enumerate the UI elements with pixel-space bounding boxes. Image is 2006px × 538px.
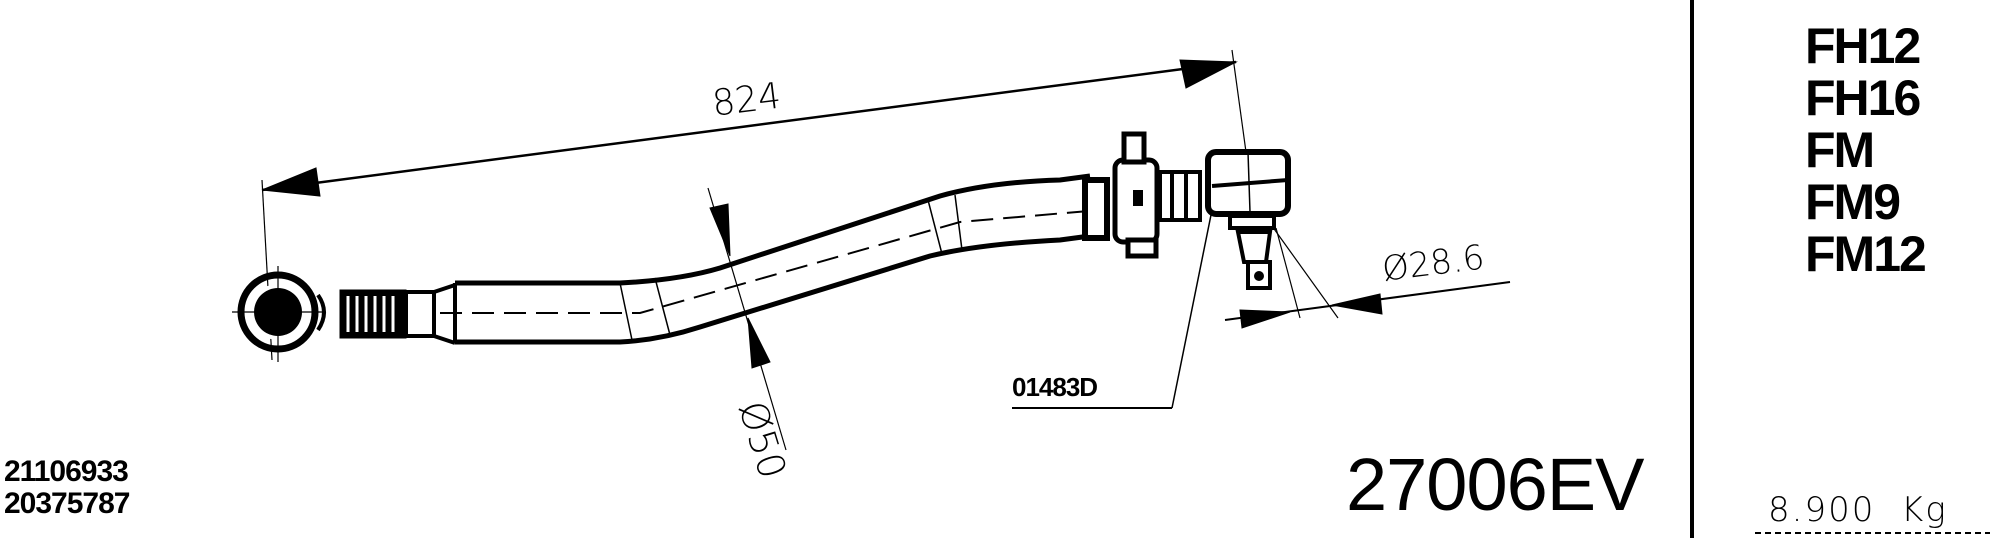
eye-end — [232, 266, 456, 362]
oe-numbers: 21106933 20375787 — [4, 455, 130, 520]
reference-code: 01483D — [1012, 372, 1098, 402]
application-model: FH16 — [1805, 70, 1921, 126]
application-model: FM9 — [1805, 174, 1901, 230]
oe-number: 21106933 — [4, 455, 129, 488]
application-model: FM12 — [1805, 226, 1927, 282]
application-model: FH12 — [1805, 18, 1921, 74]
reference-leader — [1012, 209, 1213, 409]
applications-list: FH12 FH16 FM FM9 FM12 — [1805, 18, 1927, 282]
length-dimension-line — [261, 49, 1247, 361]
application-model: FM — [1805, 122, 1875, 178]
ball-joint-end — [1082, 131, 1291, 290]
tube-diameter-dimension — [707, 187, 787, 451]
ball-pin-diameter-dimension — [1224, 225, 1511, 329]
length-dimension-label: 824 — [710, 75, 784, 125]
oe-number: 20375787 — [4, 487, 130, 520]
weight-label: 8.900 Kg — [1768, 490, 1948, 530]
tube — [440, 173, 1101, 345]
product-code: 27006EV — [1346, 443, 1644, 526]
